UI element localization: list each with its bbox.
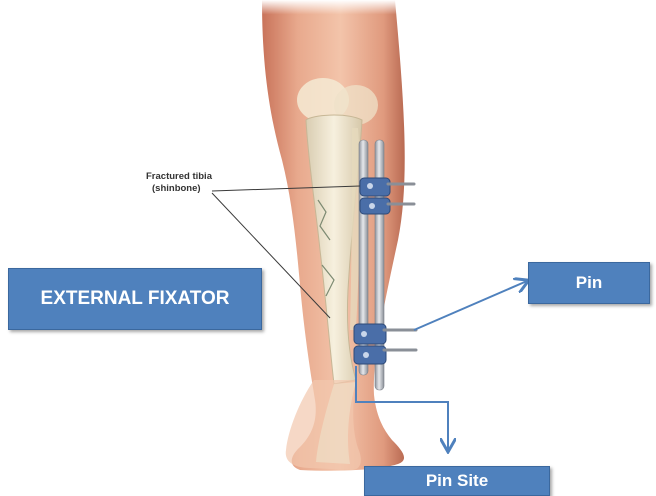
external-fixator-callout: EXTERNAL FIXATOR bbox=[8, 268, 262, 330]
pin-site-label: Pin Site bbox=[426, 471, 488, 491]
pin-arrow bbox=[414, 281, 527, 330]
lower-pins bbox=[384, 330, 416, 350]
upper-clamp bbox=[360, 178, 390, 214]
pin-site-callout: Pin Site bbox=[364, 466, 550, 496]
external-fixator-label: EXTERNAL FIXATOR bbox=[41, 288, 230, 310]
pin-label: Pin bbox=[576, 273, 602, 293]
lower-clamp bbox=[354, 324, 386, 364]
foot bbox=[286, 380, 361, 470]
fractured-tibia-label: Fractured tibia bbox=[146, 171, 212, 183]
pin-callout: Pin bbox=[528, 262, 650, 304]
shinbone-label: (shinbone) bbox=[152, 183, 201, 195]
